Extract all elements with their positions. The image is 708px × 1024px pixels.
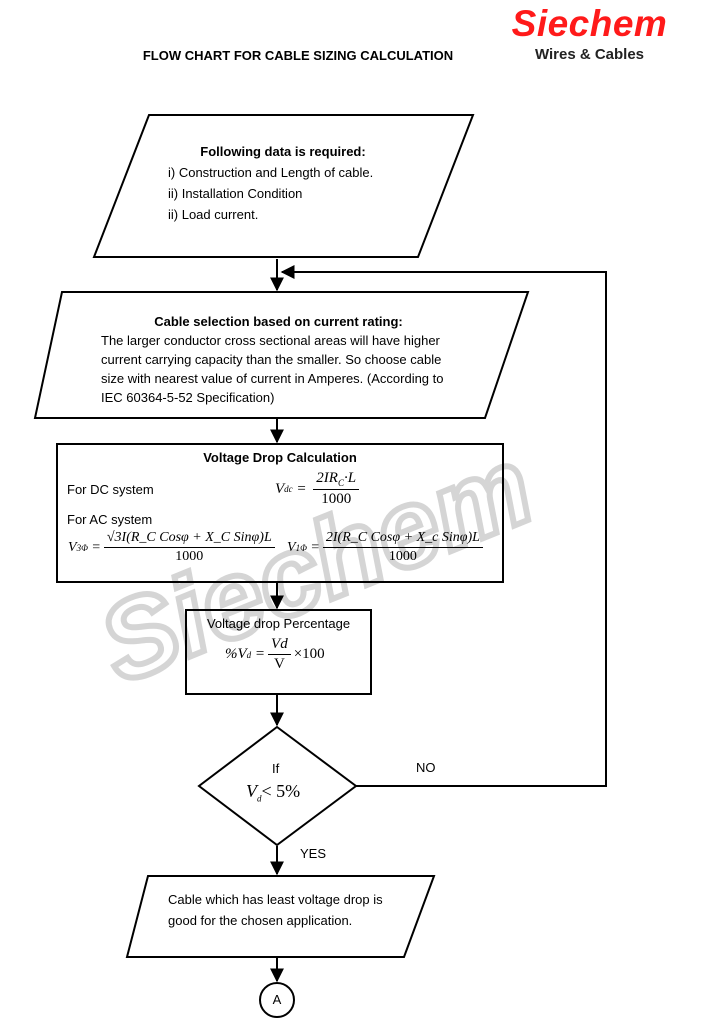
chart-title: FLOW CHART FOR CABLE SIZING CALCULATION [142,48,454,63]
cable-selection-line: current carrying capacity than the small… [101,352,442,367]
input-data-text: Following data is required: i) Construct… [168,141,428,225]
input-data-item: i) Construction and Length of cable. [168,165,374,180]
cable-selection-heading: Cable selection based on current rating: [154,314,403,329]
percentage-box [185,609,372,695]
connector-label: A [272,992,282,1007]
result-parallelogram [125,875,436,958]
cable-selection-line: The larger conductor cross sectional are… [101,333,440,348]
result-text: Cable which has least voltage drop is go… [168,889,418,931]
decision-if-label: If [272,761,280,776]
result-line: good for the chosen application. [168,913,353,928]
cable-selection-parallelogram [33,291,530,419]
connector-circle [259,982,295,1018]
input-data-parallelogram [92,114,475,258]
dc-system-label: For DC system [67,482,154,497]
decision-condition: Vd< 5% [246,781,301,804]
cable-selection-line: size with nearest value of current in Am… [101,371,444,386]
input-data-item: ii) Load current. [168,207,259,222]
voltage-drop-box [56,443,504,583]
input-data-heading: Following data is required: [200,144,366,159]
ac-system-label: For AC system [67,512,153,527]
no-label: NO [416,760,436,775]
yes-label: YES [300,846,327,861]
no-loop-arrow [280,265,607,787]
cable-selection-line: IEC 60364-5-52 Specification) [101,390,275,405]
input-data-item: ii) Installation Condition [168,186,303,201]
decision-diamond [197,725,358,847]
cable-selection-text: Cable selection based on current rating:… [101,312,481,407]
result-line: Cable which has least voltage drop is [168,892,383,907]
brand-tagline: Wires & Cables [534,46,645,63]
brand-logo: Siechem [511,3,668,44]
voltage-drop-heading: Voltage Drop Calculation [203,450,357,465]
percentage-heading: Voltage drop Percentage [206,616,351,631]
